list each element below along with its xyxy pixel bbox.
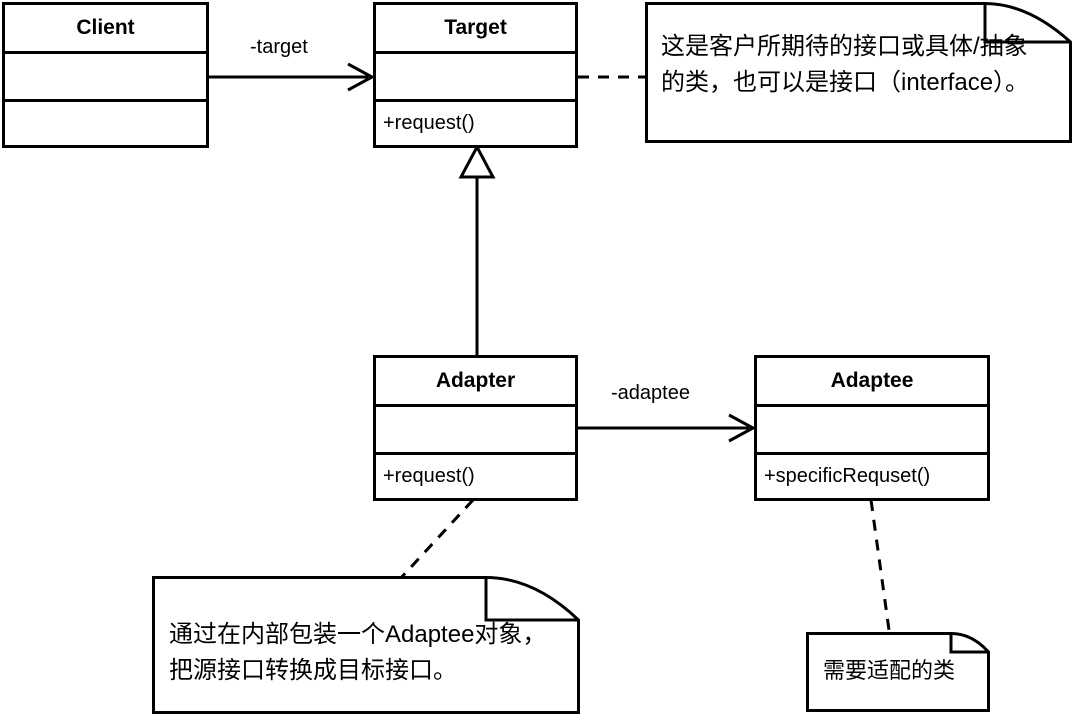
note-text-adapter-line1: 通过在内部包装一个Adaptee对象， [169,621,547,648]
open-arrowhead-icon [728,413,757,443]
class-box-target[interactable]: Target +request() [373,2,578,148]
hollow-triangle-arrowhead-icon [458,143,496,179]
class-operations-adapter: +request() [383,465,475,487]
note-box-adapter[interactable]: 通过在内部包装一个Adaptee对象， 把源接口转换成目标接口。 [152,576,580,714]
class-attributes-client [5,54,206,102]
edge-label-target: -target [250,36,308,58]
class-name-adapter: Adapter [376,358,575,407]
class-attributes-target [376,54,575,102]
edge-adapter-adaptee [578,413,757,443]
note-shape-icon [152,576,580,714]
class-operations-client [5,102,206,145]
edge-client-target [209,62,376,92]
note-box-target[interactable]: 这是客户所期待的接口或具体/抽象 的类，也可以是接口（interface）。 [645,1,1072,143]
note-text-adapter-line2: 把源接口转换成目标接口。 [169,657,457,684]
note-shape-icon [645,1,1072,143]
open-arrowhead-icon [347,62,376,92]
class-attributes-adapter [376,407,575,455]
edge-adapter-note [397,498,475,582]
edge-adaptee-note [869,499,891,631]
class-box-client[interactable]: Client [2,2,209,148]
note-text-adaptee-line1: 需要适配的类 [823,658,956,683]
class-operations-adaptee: +specificRequset() [764,465,931,487]
class-name-client: Client [5,5,206,54]
class-attributes-adaptee [757,407,987,455]
class-box-adapter[interactable]: Adapter +request() [373,355,578,501]
note-text-target-line2: 的类，也可以是接口（interface）。 [661,69,1030,96]
note-shape-icon [806,632,990,712]
class-operations-target: +request() [383,112,475,134]
class-box-adaptee[interactable]: Adaptee +specificRequset() [754,355,990,501]
note-box-adaptee[interactable]: 需要适配的类 [806,632,990,712]
edge-adapter-generalization [458,143,496,355]
edge-label-adaptee: -adaptee [611,382,690,404]
class-name-adaptee: Adaptee [757,358,987,407]
note-text-target-line1: 这是客户所期待的接口或具体/抽象 [661,33,1028,60]
class-name-target: Target [376,5,575,54]
